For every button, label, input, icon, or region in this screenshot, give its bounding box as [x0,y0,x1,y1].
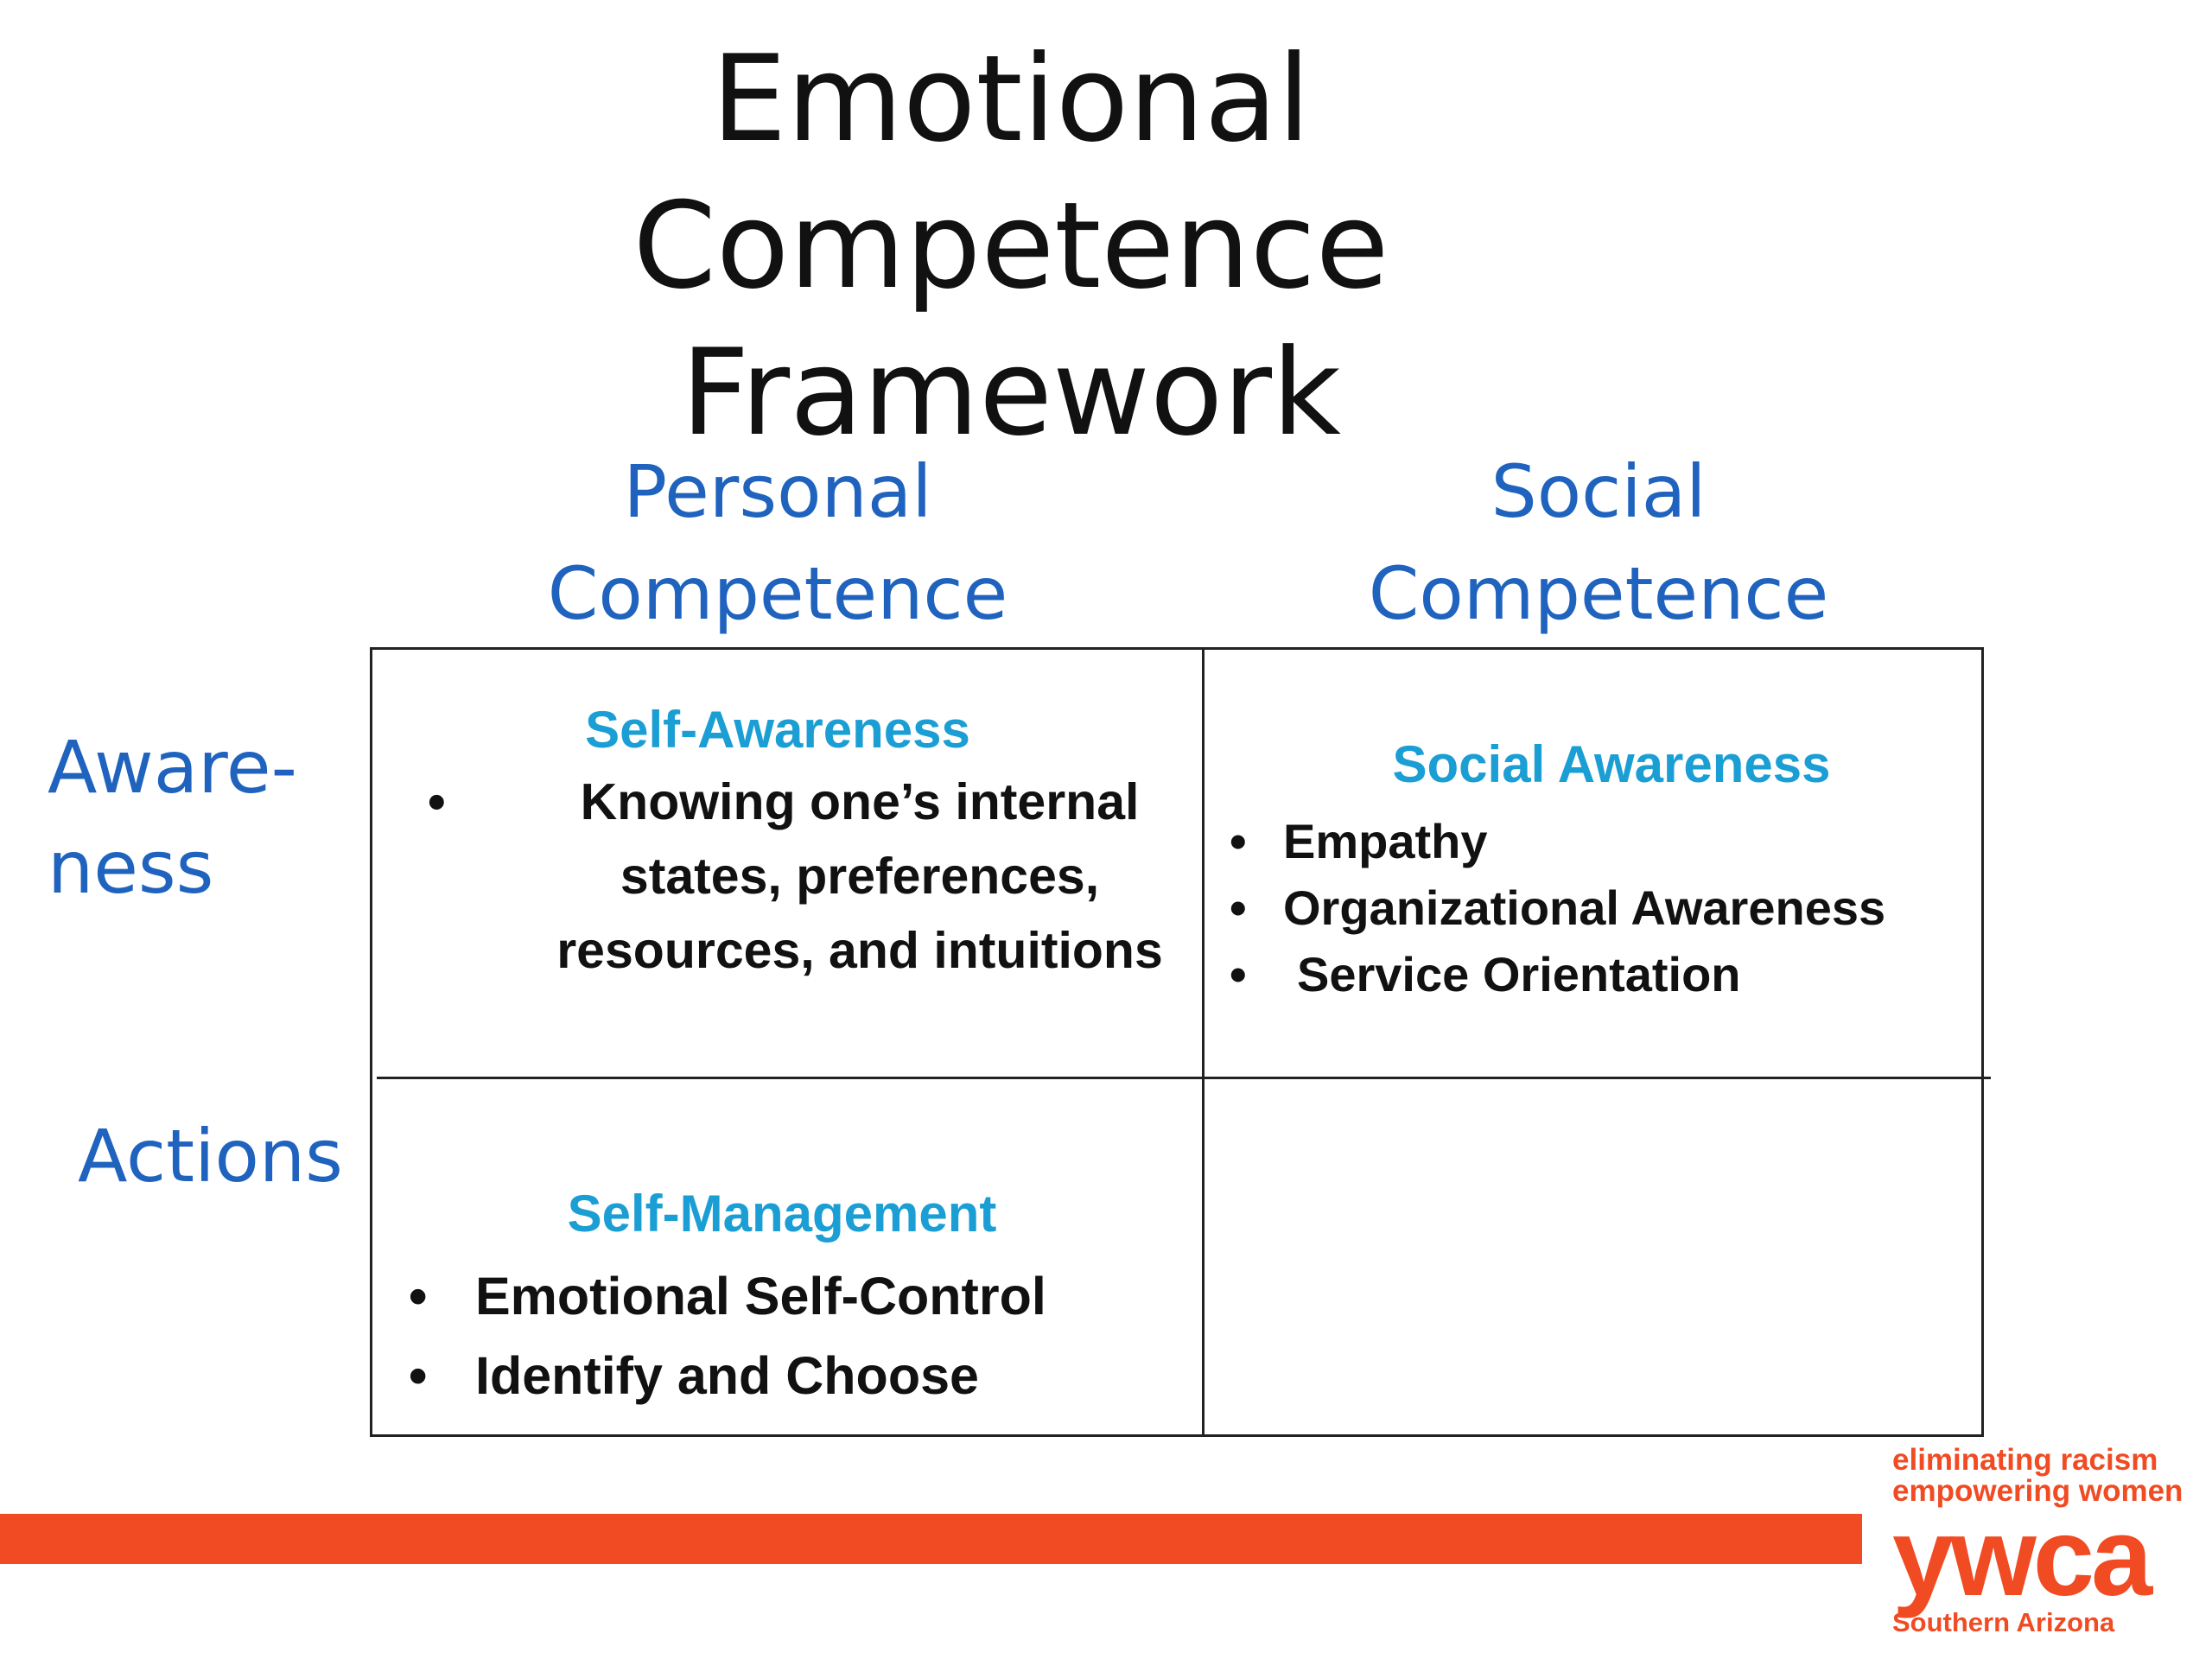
column-header-personal: Personal Competence [380,441,1175,645]
self-management-bullet-list: • Emotional Self-Control • Identify and … [376,1259,1205,1413]
title-line-1: Emotional Competence [632,29,1389,315]
cell-empty [1205,1079,1981,1434]
bullet-icon: • [409,1267,428,1325]
cell-self-management: Self-Management • Emotional Self-Control… [376,1179,1205,1413]
grid-border-top [370,647,1984,650]
column-header-personal-line-1: Personal [623,449,932,534]
grid-border-bottom [370,1434,1984,1437]
title-line-2: Framework [681,323,1341,462]
self-awareness-bullet-list: • Knowing one’s internal states, prefere… [376,765,1205,988]
list-item: • Knowing one’s internal states, prefere… [428,765,1197,988]
list-item-text: Organizational Awareness [1283,880,1886,935]
list-item-text: Identify and Choose [475,1346,979,1405]
bullet-icon: • [1230,880,1247,935]
logo-tagline-1: eliminating racism [1892,1443,2158,1477]
slide-title: Emotional Competence Framework [328,26,1694,467]
list-item-text: Empathy [1283,814,1488,868]
list-item-text: Service Orientation [1297,947,1741,1001]
logo-region: Southern Arizona [1892,1607,2115,1637]
row-header-awareness-line-1: Aware- [48,725,297,810]
bullet-icon: • [1230,947,1247,1001]
list-item: • Identify and Choose [376,1338,1205,1413]
list-item: • Organizational Awareness [1214,874,1974,941]
grid-border-left [370,647,372,1437]
column-header-social-line-1: Social [1491,449,1707,534]
row-header-awareness: Aware- ness [48,717,341,918]
cell-heading-self-awareness: Self-Awareness [585,701,970,759]
list-item-text: Knowing one’s internal states, preferenc… [556,773,1163,979]
row-header-awareness-line-2: ness [48,825,214,910]
list-item-text: Emotional Self-Control [475,1267,1046,1325]
list-item: • Service Orientation [1214,941,1974,1007]
list-item: • Empathy [1214,808,1974,874]
cell-social-awareness: Social Awareness • Empathy • Organizatio… [1214,730,1974,1007]
row-header-actions: Actions [78,1114,343,1198]
bullet-icon: • [1230,814,1247,868]
grid-divider-vertical [1202,647,1205,1437]
list-item: • Emotional Self-Control [376,1259,1205,1333]
logo-wordmark: ywca [1892,1496,2152,1619]
social-awareness-bullet-list: • Empathy • Organizational Awareness • S… [1214,808,1974,1007]
bullet-icon: • [428,773,446,830]
column-header-personal-line-2: Competence [547,551,1008,636]
grid-divider-horizontal [377,1077,1991,1079]
grid-border-right [1981,647,1984,1437]
cell-heading-social-awareness: Social Awareness [1392,735,1831,793]
footer-accent-bar [0,1514,1862,1564]
column-header-social-line-2: Competence [1368,551,1829,636]
column-header-social: Social Competence [1210,441,1987,645]
bullet-icon: • [409,1346,428,1405]
cell-heading-self-management: Self-Management [567,1185,997,1243]
logo-tagline-2: empowering women [1892,1474,2183,1508]
ywca-logo: eliminating racism empowering women ywca… [1892,1445,2203,1640]
cell-self-awareness: Self-Awareness • Knowing one’s internal … [376,696,1205,988]
